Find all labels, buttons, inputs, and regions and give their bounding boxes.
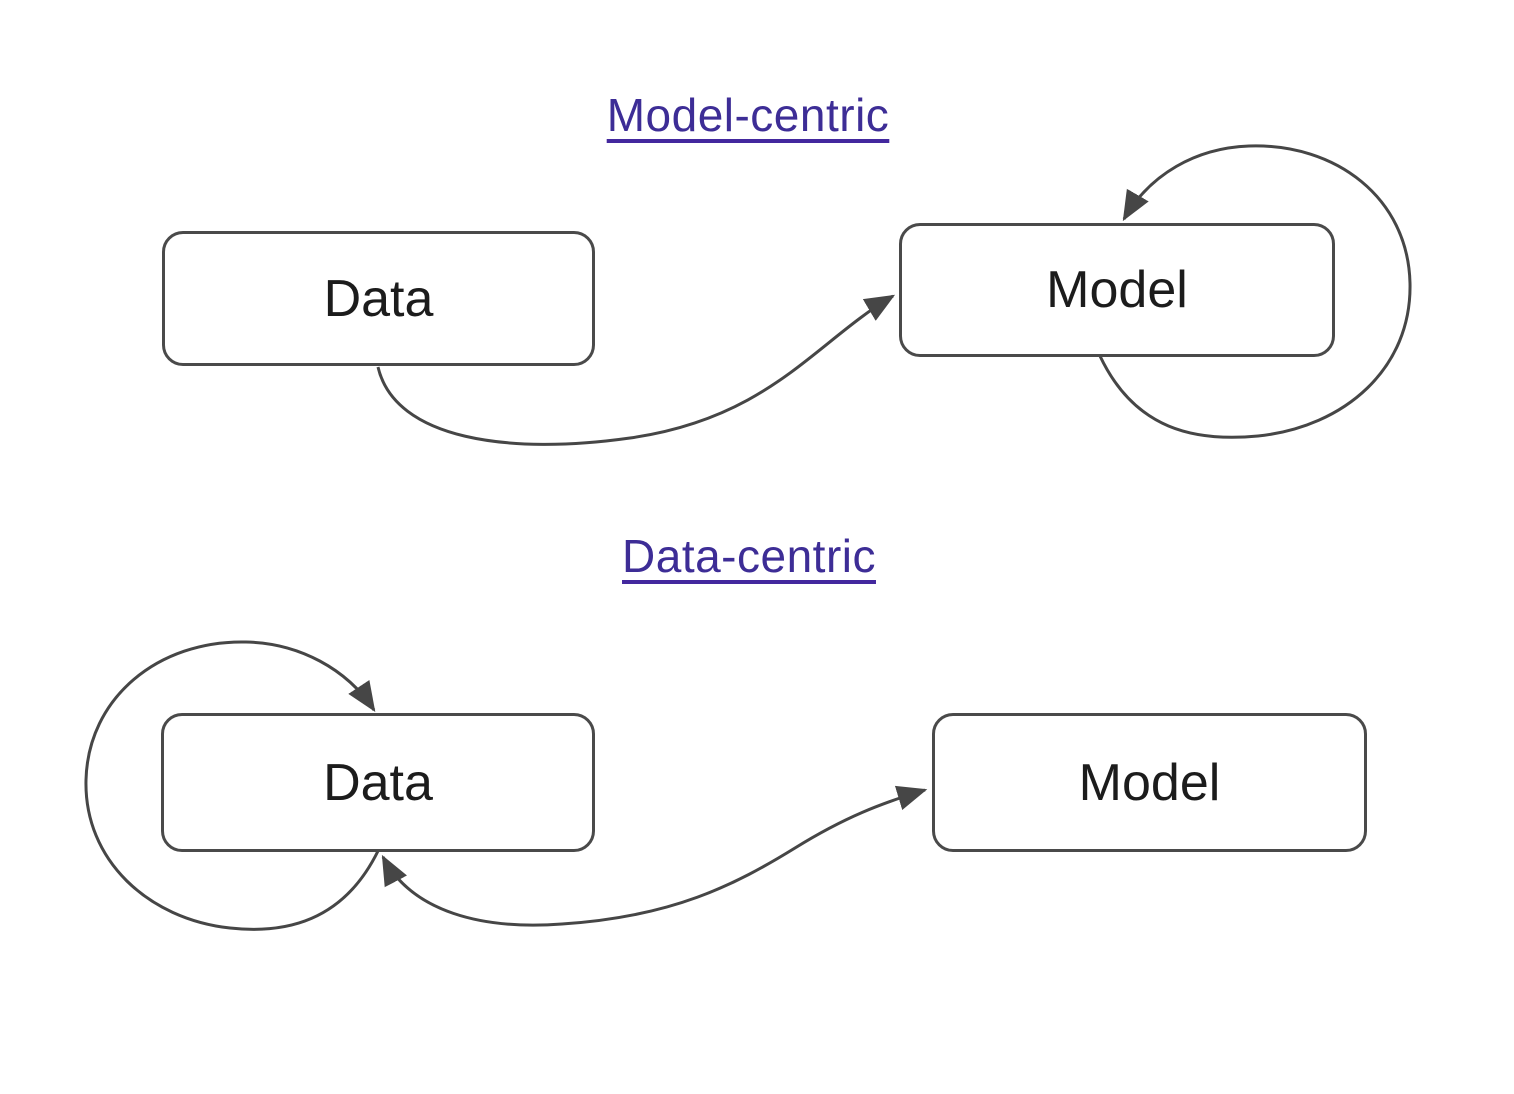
data-centric-title[interactable]: Data-centric [622, 530, 876, 582]
node-label-model: Model [1046, 261, 1188, 319]
node-model-data-centric: Model [932, 713, 1367, 852]
node-data-model-centric: Data [162, 231, 595, 366]
edge-bottom-data-self-loop [84, 640, 380, 931]
node-model-model-centric: Model [899, 223, 1335, 357]
edge-top-data-to-model [376, 294, 896, 446]
model-centric-title[interactable]: Model-centric [606, 89, 890, 141]
edge-top-model-self-loop [1098, 144, 1412, 439]
node-data-data-centric: Data [161, 713, 595, 852]
node-label-data: Data [323, 753, 433, 812]
edge-bottom-data-model-bidirectional [381, 785, 928, 927]
node-label-model: Model [1078, 753, 1221, 812]
node-label-data: Data [323, 269, 434, 328]
